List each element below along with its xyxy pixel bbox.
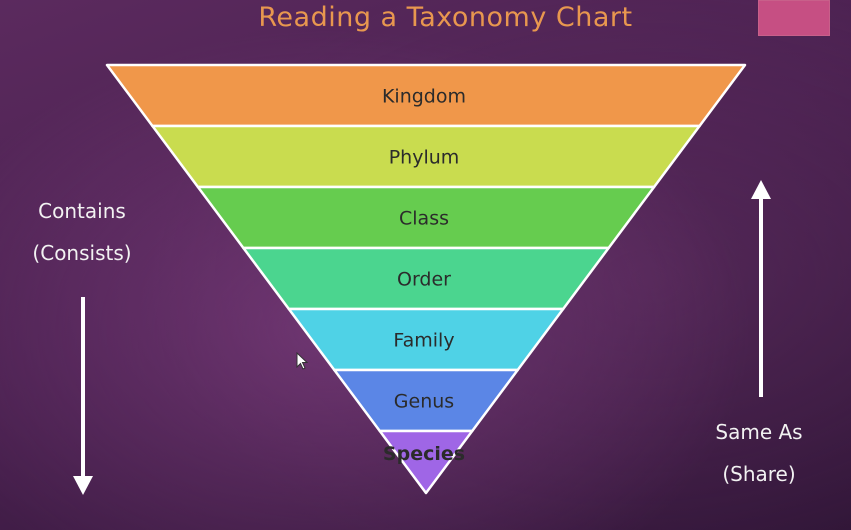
pyramid-label-kingdom: Kingdom xyxy=(382,86,466,108)
pyramid-label-species: Species xyxy=(383,443,465,465)
pyramid-label-order: Order xyxy=(397,269,451,291)
contains-label-line1: Contains xyxy=(38,199,126,223)
contains-label: Contains (Consists) xyxy=(22,190,142,274)
pyramid-label-phylum: Phylum xyxy=(389,147,460,169)
pyramid-label-genus: Genus xyxy=(394,391,454,413)
same-as-label-line2: (Share) xyxy=(722,462,796,486)
same-as-label-line1: Same As xyxy=(715,420,803,444)
corner-color-box xyxy=(758,0,830,36)
same-as-label: Same As (Share) xyxy=(698,411,820,495)
pyramid-label-family: Family xyxy=(393,330,454,352)
contains-label-line2: (Consists) xyxy=(32,241,132,265)
mouse-cursor-icon xyxy=(296,352,309,370)
pyramid-label-class: Class xyxy=(399,208,449,230)
slide-title: Reading a Taxonomy Chart xyxy=(258,2,633,33)
pyramid-band-species xyxy=(378,429,474,495)
